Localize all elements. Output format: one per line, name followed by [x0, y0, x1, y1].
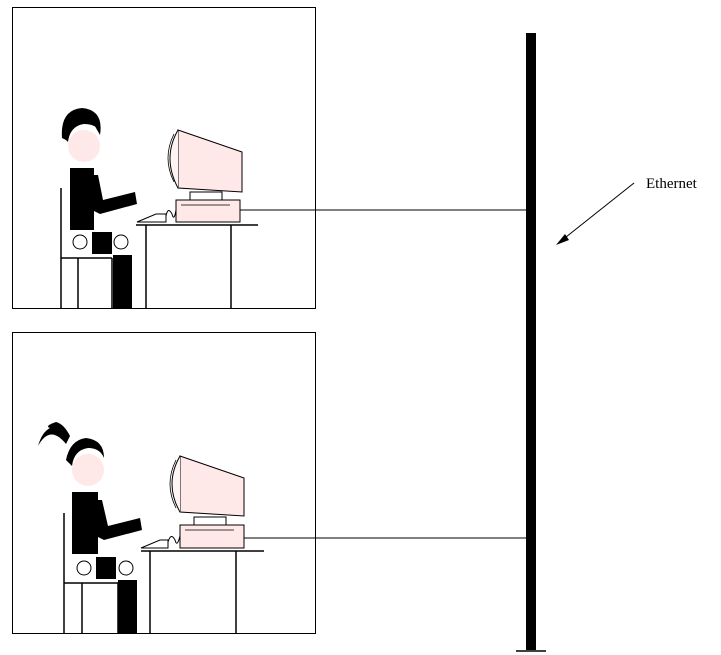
room-frame-top	[13, 8, 316, 309]
workstation-top	[13, 8, 532, 309]
computer-icon	[168, 130, 242, 222]
person-ponytail-icon	[38, 422, 142, 634]
desk-icon	[136, 225, 258, 308]
workstation-bottom	[13, 333, 532, 635]
keyboard-icon	[141, 536, 180, 548]
ethernet-bus	[526, 33, 536, 650]
computer-icon	[170, 456, 244, 548]
label-pointer-line	[561, 183, 634, 241]
keyboard-icon	[137, 210, 176, 222]
ethernet-label: Ethernet	[646, 176, 698, 192]
desk-icon	[141, 551, 264, 634]
person-short-hair-icon	[62, 108, 137, 308]
room-frame-bottom	[13, 333, 316, 634]
